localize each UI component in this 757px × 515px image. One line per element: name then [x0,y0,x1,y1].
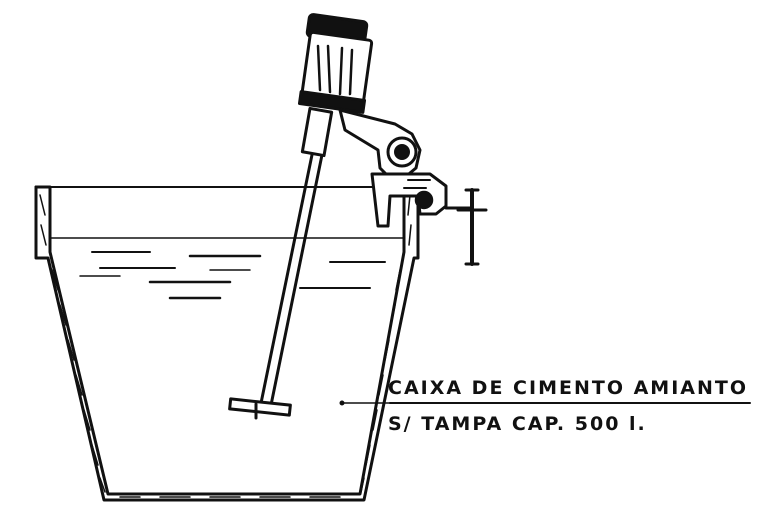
clamp-screw [456,188,488,266]
liquid-surface [49,237,405,300]
rim-clamp [370,172,472,228]
tank-label-line-2: S/ TAMPA CAP. 500 l. [388,413,647,435]
agitator-shaft [258,106,334,412]
cement-tank [34,185,420,502]
tank-label-line-1: CAIXA DE CIMENTO AMIANTO [388,377,748,399]
impeller [228,397,292,420]
label-leader [339,400,751,406]
motor [297,13,374,114]
mounting-bracket [338,108,422,180]
